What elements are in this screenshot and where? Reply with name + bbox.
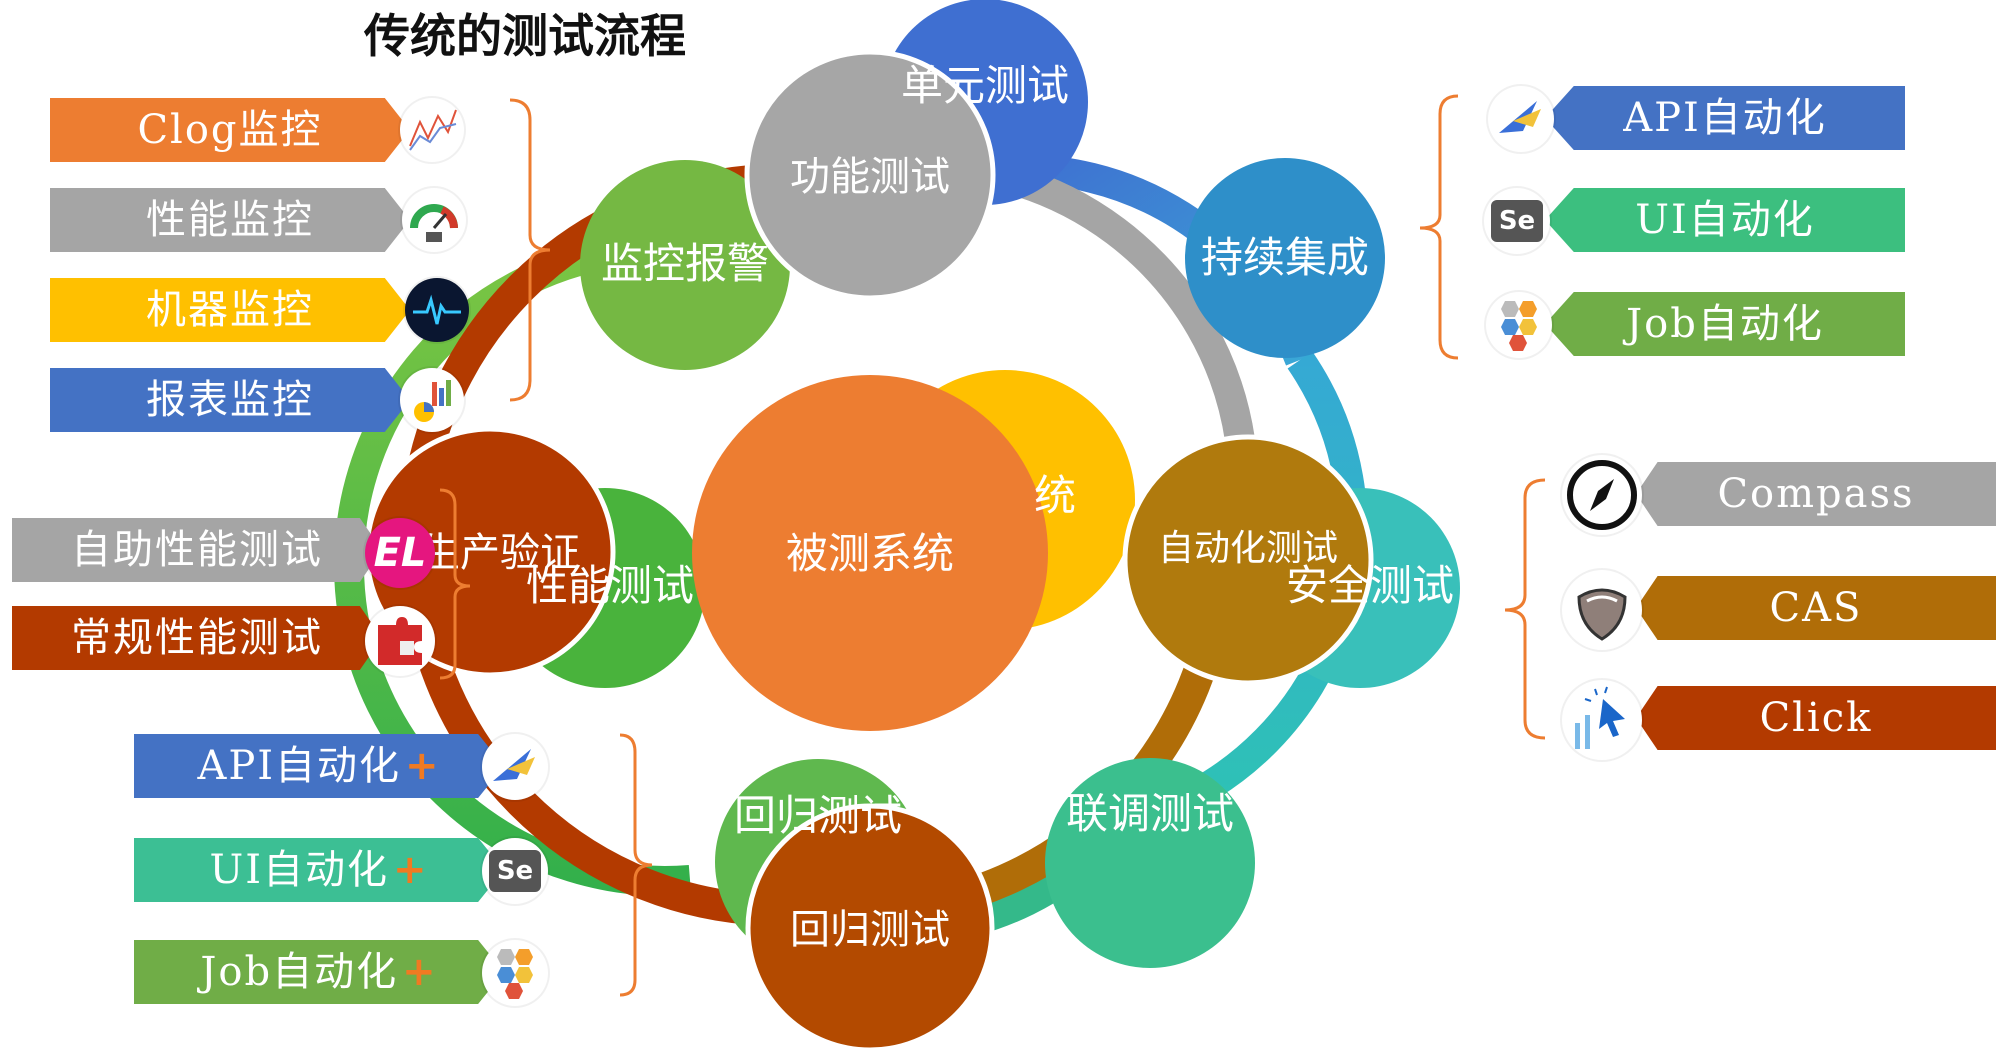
center-system-circle[interactable]	[692, 375, 1048, 731]
tag-ci-api-automation[interactable]: API自动化	[1545, 86, 1905, 150]
node-integration-circle[interactable]	[1045, 758, 1255, 968]
tag-cas[interactable]: CAS	[1636, 576, 1996, 640]
tag-cas-label: CAS	[1769, 585, 1863, 631]
tag-reg-api-automation-label: API自动化	[197, 743, 402, 789]
tag-reg-job-automation[interactable]: Job自动化+	[134, 940, 504, 1004]
compass-icon	[1562, 455, 1642, 535]
el-logo-icon: EL	[365, 518, 435, 588]
plus-icon: +	[393, 847, 429, 893]
tag-ci-ui-automation[interactable]: UI自动化	[1545, 188, 1905, 252]
tag-reg-ui-automation[interactable]: UI自动化+	[134, 838, 504, 902]
selenium-icon-text: Se	[488, 850, 542, 892]
tag-clog-monitor[interactable]: Clog监控	[50, 98, 410, 162]
bracket-perf	[439, 488, 471, 680]
selenium-icon-text: Se	[1490, 200, 1544, 242]
tag-compass[interactable]: Compass	[1636, 462, 1996, 526]
node-performance-label: 性能测试	[526, 561, 694, 610]
tag-click[interactable]: Click	[1636, 686, 1996, 750]
node-ci-circle[interactable]	[1185, 158, 1385, 358]
tag-self-perf-test-label: 自助性能测试	[71, 527, 323, 573]
tag-ci-api-automation-label: API自动化	[1623, 95, 1827, 141]
click-cursor-icon	[1562, 680, 1642, 760]
tag-ci-job-automation-label: Job自动化	[1626, 301, 1824, 347]
node-unit-label: 单元测试	[901, 61, 1069, 110]
tag-compass-label: Compass	[1717, 471, 1915, 517]
hexagon-job-icon	[482, 940, 548, 1006]
gauge-icon	[402, 188, 466, 252]
bracket-monitoring	[509, 98, 551, 402]
line-chart-icon	[400, 98, 464, 162]
tag-perf-monitor[interactable]: 性能监控	[50, 188, 410, 252]
puzzle-icon	[365, 606, 435, 676]
node-monitor-label: 监控报警	[601, 239, 769, 288]
tag-click-label: Click	[1759, 695, 1873, 741]
bracket-security	[1504, 478, 1546, 740]
node-automation-circle[interactable]	[1122, 434, 1374, 686]
node-monitor-circle[interactable]	[580, 160, 790, 370]
node-regression-label: 回归测试	[790, 907, 950, 953]
report-chart-icon	[400, 368, 464, 432]
tag-reg-job-automation-label: Job自动化	[200, 949, 399, 995]
bracket-regression	[619, 733, 653, 997]
bracket-ci	[1419, 94, 1459, 360]
tag-machine-monitor[interactable]: 机器监控	[50, 278, 410, 342]
shield-icon	[1562, 570, 1642, 650]
selenium-icon: Se	[1484, 188, 1550, 254]
hexagon-job-icon	[1486, 292, 1552, 358]
node-automation-label: 自动化测试	[1158, 528, 1338, 569]
node-ci-label: 持续集成	[1201, 233, 1369, 282]
tag-reg-ui-automation-label: UI自动化	[209, 847, 389, 893]
center-system-label: 被测系统	[786, 529, 954, 578]
api-rocket-icon	[1488, 86, 1554, 152]
node-functional-circle[interactable]	[744, 49, 996, 301]
plus-icon: +	[405, 743, 441, 789]
diagram-title: 传统的测试流程	[364, 9, 686, 63]
tag-perf-monitor-label: 性能监控	[146, 197, 314, 243]
plus-icon: +	[402, 949, 438, 995]
tag-regular-perf-test[interactable]: 常规性能测试	[12, 606, 382, 670]
node-functional-label: 功能测试	[790, 154, 950, 200]
api-rocket-icon	[482, 734, 548, 800]
node-regression-back-label: 回归测试	[734, 791, 902, 840]
tag-self-perf-test[interactable]: 自助性能测试	[12, 518, 382, 582]
tag-regular-perf-test-label: 常规性能测试	[71, 615, 323, 661]
tag-report-monitor-label: 报表监控	[146, 377, 314, 423]
tag-report-monitor[interactable]: 报表监控	[50, 368, 410, 432]
tag-clog-monitor-label: Clog监控	[137, 107, 323, 153]
tag-ci-ui-automation-label: UI自动化	[1635, 197, 1815, 243]
node-security-label: 安全测试	[1286, 561, 1454, 610]
pulse-icon	[405, 278, 469, 342]
el-logo-text: EL	[373, 530, 427, 576]
node-regression-circle[interactable]	[745, 803, 995, 1048]
tag-ci-job-automation[interactable]: Job自动化	[1545, 292, 1905, 356]
center-back-label: 统	[1034, 471, 1076, 520]
node-integration-label: 联调测试	[1066, 789, 1234, 838]
node-production-label: 生产验证	[420, 530, 580, 576]
tag-reg-api-automation[interactable]: API自动化+	[134, 734, 504, 798]
selenium-icon: Se	[482, 838, 548, 904]
tag-machine-monitor-label: 机器监控	[146, 287, 314, 333]
